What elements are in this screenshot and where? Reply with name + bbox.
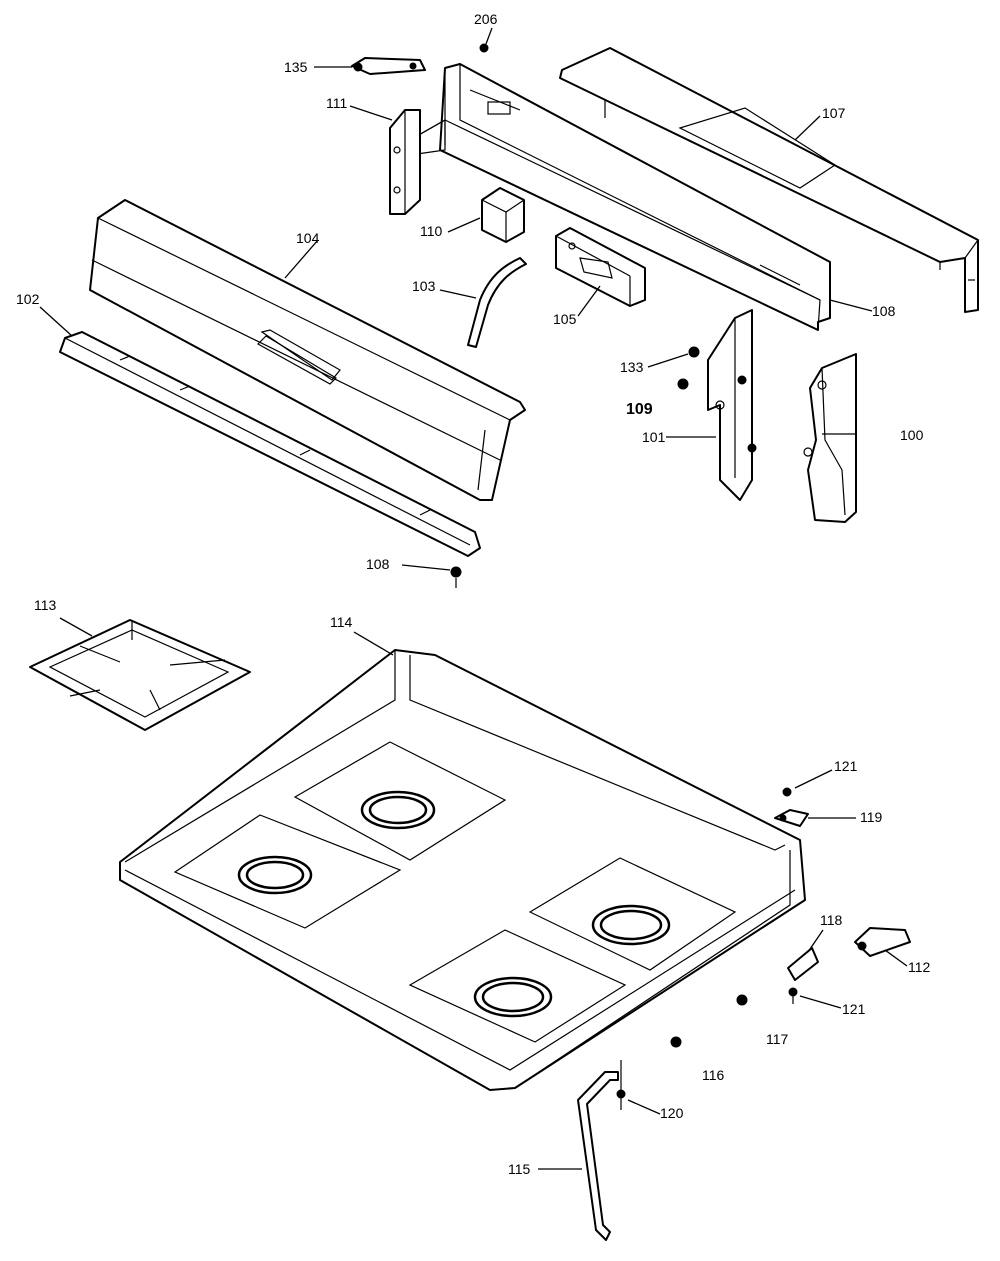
label-108-bottom: 108	[366, 556, 390, 572]
part-109-screw	[677, 378, 689, 390]
part-116-screw	[670, 1036, 682, 1048]
label-102: 102	[16, 291, 40, 307]
part-120-screw	[616, 1060, 626, 1110]
part-206-screw	[479, 43, 489, 53]
part-108-control-housing	[409, 63, 831, 331]
part-110-block	[481, 187, 525, 243]
part-118-bracket	[787, 947, 819, 981]
part-101-right-bracket	[707, 309, 757, 501]
label-120: 120	[660, 1105, 684, 1121]
label-113: 113	[34, 597, 57, 613]
label-111: 111	[326, 95, 347, 111]
part-113-grate	[29, 619, 251, 731]
part-133-screw	[688, 346, 700, 358]
part-121-bottom-screw	[788, 987, 798, 1004]
label-101: 101	[642, 429, 666, 445]
label-104: 104	[296, 230, 320, 246]
part-105-control-module	[555, 227, 646, 307]
label-121-top: 121	[834, 758, 858, 774]
label-112: 112	[908, 959, 931, 975]
label-110: 110	[420, 223, 443, 239]
part-107-back-guard	[559, 47, 979, 313]
label-119: 119	[860, 809, 883, 825]
label-121-bottom: 121	[842, 1001, 866, 1017]
part-108-screw-bottom	[450, 566, 462, 588]
part-135-hinge	[351, 57, 426, 75]
part-102-trim-strip	[59, 331, 481, 557]
part-104-front-panel	[89, 199, 526, 501]
label-115: 115	[508, 1161, 531, 1177]
label-116: 116	[702, 1067, 725, 1083]
label-206: 206	[474, 11, 498, 27]
label-105: 105	[553, 311, 577, 327]
label-133: 133	[620, 359, 644, 375]
part-115-support-rod	[577, 1071, 619, 1241]
label-118: 118	[820, 912, 843, 928]
part-121-top-screw	[782, 787, 792, 797]
label-107: 107	[822, 105, 846, 121]
label-103: 103	[412, 278, 436, 294]
part-111-left-bracket	[389, 109, 421, 215]
leader-lines	[39, 27, 908, 1170]
label-114: 114	[330, 614, 353, 630]
part-labels: 206 135 111 107 110 104 103 102 105 108 …	[16, 11, 931, 1177]
part-114-cooktop	[119, 649, 806, 1091]
part-103-harness	[467, 257, 527, 348]
part-119-clip	[774, 809, 809, 827]
label-100: 100	[900, 427, 924, 443]
part-112-hinge	[854, 927, 911, 957]
label-117: 117	[766, 1031, 789, 1047]
label-109: 109	[626, 401, 653, 418]
part-100-end-cap	[803, 353, 857, 523]
part-117-nut	[736, 994, 748, 1006]
label-135: 135	[284, 59, 308, 75]
label-108-top: 108	[872, 303, 896, 319]
